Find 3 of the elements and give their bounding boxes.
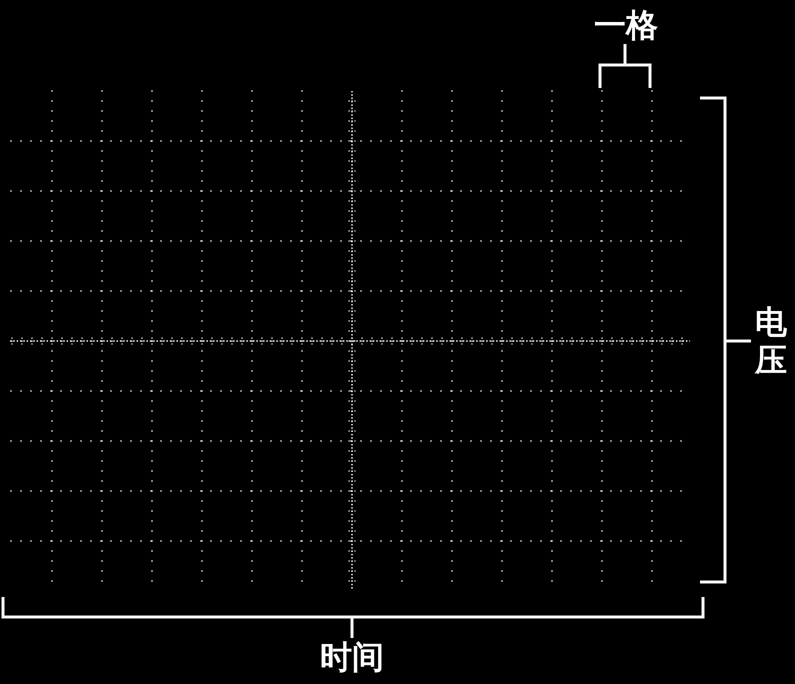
bracket-label: 电压 <box>754 303 788 380</box>
bracket-label: 时间 <box>320 641 384 673</box>
bracket-label: 一格 <box>594 9 658 41</box>
